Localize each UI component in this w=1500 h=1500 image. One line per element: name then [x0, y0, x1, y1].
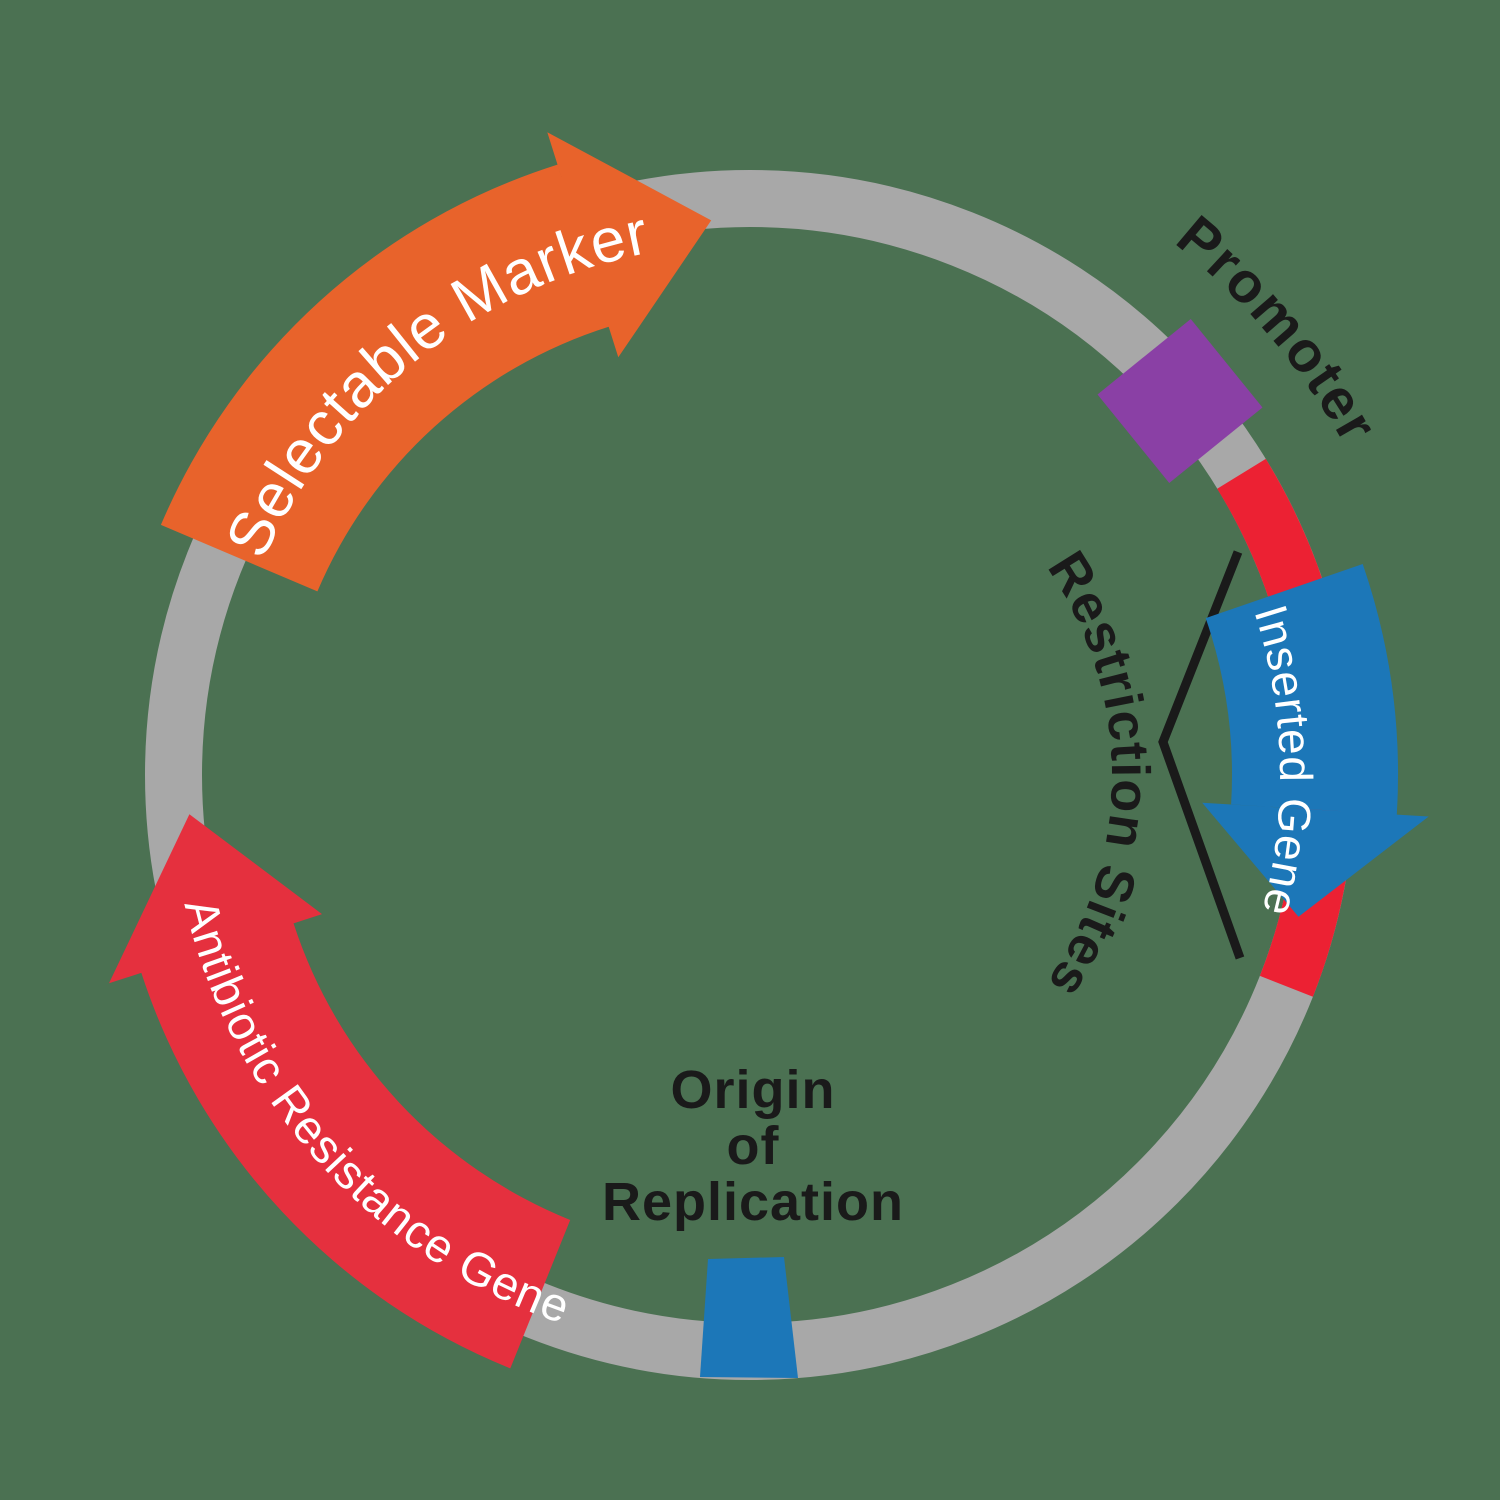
restriction-sites-bracket [1158, 550, 1245, 960]
antibiotic-resistance-gene-arrow [109, 814, 571, 1369]
origin-label-line2: of [727, 1116, 780, 1176]
origin-of-replication-box [700, 1257, 798, 1378]
restriction-sites-label: Restriction Sites [1036, 541, 1160, 1009]
restriction-sites-label-text: Restriction Sites [1036, 541, 1159, 1009]
origin-label-line3: Replication [602, 1172, 904, 1232]
promoter-box [1097, 318, 1263, 484]
origin-label-line1: Origin [671, 1060, 836, 1120]
origin-of-replication-label: Origin of Replication [602, 1060, 904, 1232]
selectable-marker-arrow [160, 132, 712, 592]
inserted-gene-arrow [1202, 564, 1429, 917]
